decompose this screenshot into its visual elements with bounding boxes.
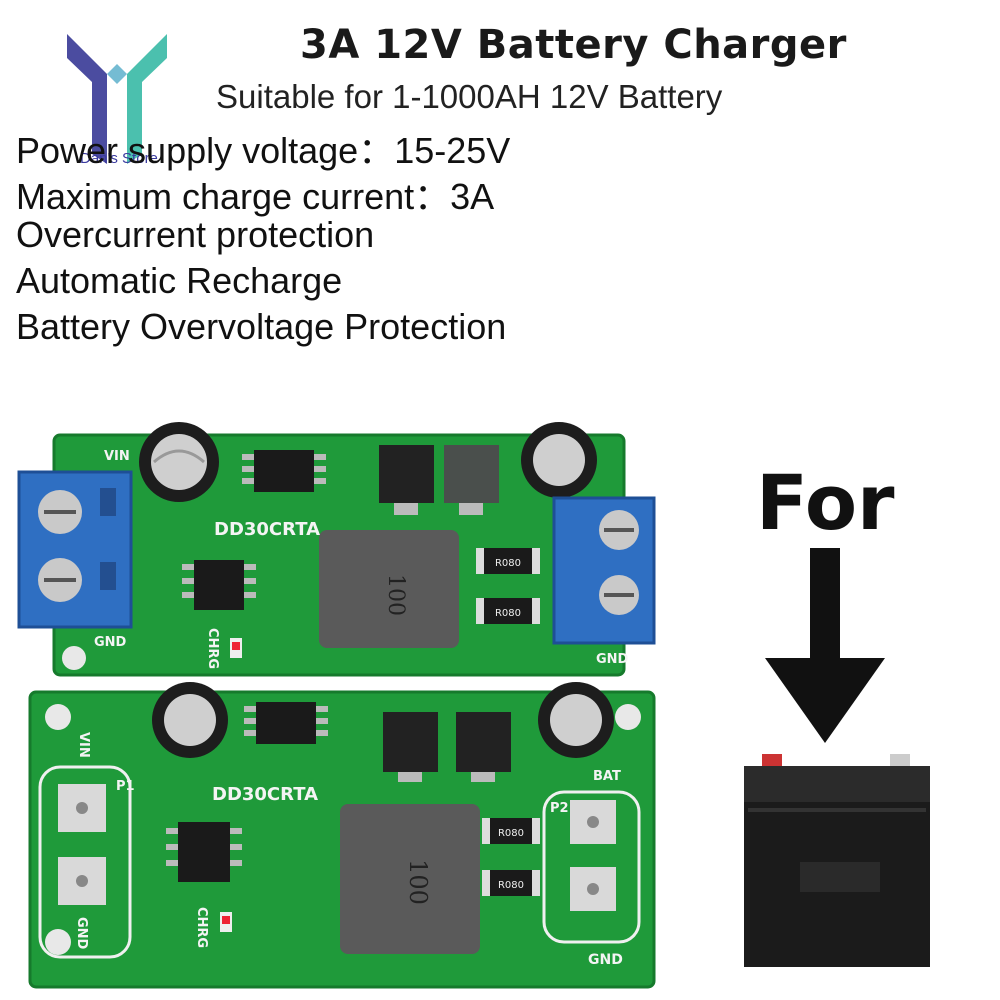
model-label-top: DD30CRTA <box>214 519 320 540</box>
for-label: For <box>756 458 895 547</box>
spec-recharge: Automatic Recharge <box>16 260 343 301</box>
gnd-right-label-top: GND <box>596 652 629 667</box>
store-name-watermark: Dan's Store <box>80 150 158 167</box>
resistor1-label-top: R080 <box>495 558 521 569</box>
terminal-block-left <box>17 470 133 629</box>
terminal-block-right <box>552 496 656 645</box>
bat-label-bottom: BAT <box>593 769 621 784</box>
chrg-label-top: CHRG <box>205 628 220 669</box>
vin-label-bottom: VIN <box>76 732 91 758</box>
inductor-label-top: 100 <box>383 574 408 616</box>
spec-power-supply: Power supply voltage：15-25V <box>16 130 511 171</box>
gnd-left-label-bottom: GND <box>74 917 89 950</box>
store-logo-icon <box>67 34 167 164</box>
p1-label-bottom: P1 <box>116 779 135 794</box>
gnd-right-label-bottom: GND <box>588 952 623 968</box>
resistor2-label-bottom: R080 <box>498 880 524 891</box>
chrg-label-bottom: CHRG <box>194 907 209 948</box>
resistor1-label-bottom: R080 <box>498 828 524 839</box>
down-arrow-icon <box>765 548 885 743</box>
model-label-bottom: DD30CRTA <box>212 784 318 805</box>
pcb-board-bottom: 100 R080 R080 DD30CRTA P1 P2 BAT VIN GND… <box>28 682 656 989</box>
pcb-board-top: 100 R080 R080 DD30CRTA GND VIN CHRG GND <box>17 422 656 677</box>
gnd-left-label-top: GND <box>94 635 127 650</box>
product-subtitle: Suitable for 1-1000AH 12V Battery <box>216 78 723 115</box>
resistor2-label-top: R080 <box>495 608 521 619</box>
spec-charge-current: Maximum charge current：3A <box>16 176 495 217</box>
vin-label-top: VIN <box>104 449 130 464</box>
product-title: 3A 12V Battery Charger <box>300 22 847 68</box>
inductor-label-bottom: 100 <box>404 859 432 905</box>
spec-overvoltage: Battery Overvoltage Protection <box>16 306 507 347</box>
p2-label-bottom: P2 <box>550 801 569 816</box>
spec-overcurrent: Overcurrent protection <box>16 214 375 255</box>
battery-icon <box>744 754 930 967</box>
